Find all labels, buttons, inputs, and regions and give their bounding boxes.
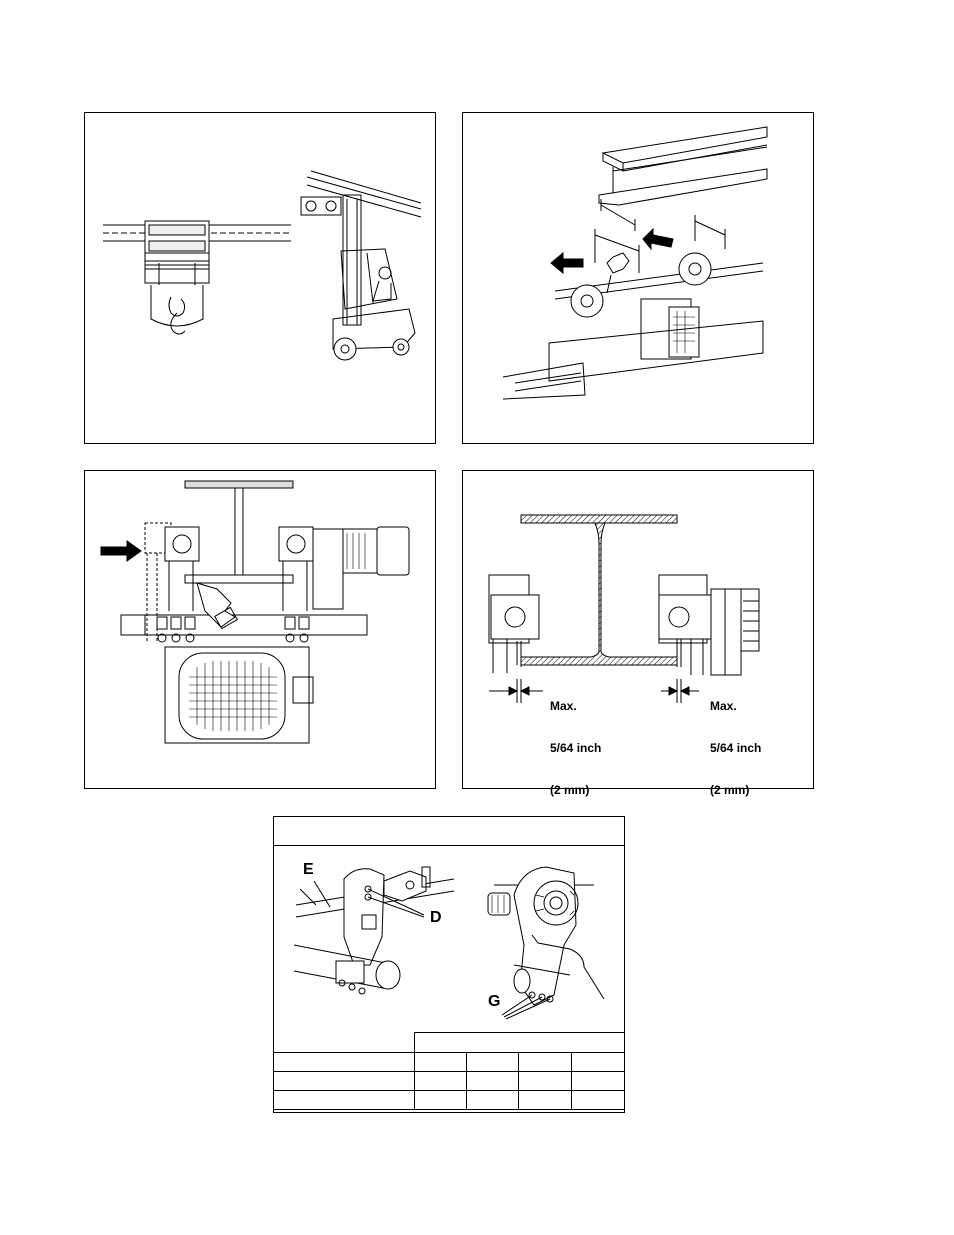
- callout-g: G: [488, 993, 501, 1010]
- right-clearance-mm: (2 mm): [710, 783, 750, 797]
- spec-table: [273, 1052, 625, 1110]
- callout-e: E: [303, 861, 314, 878]
- figure-side-adjust: [84, 470, 436, 789]
- table-cell: [413, 1071, 468, 1091]
- side-adjust-illustration: [100, 480, 410, 744]
- table-cell: [273, 1090, 415, 1110]
- left-clearance-label: Max. 5/64 inch (2 mm): [550, 671, 601, 825]
- table-cell: [518, 1090, 573, 1110]
- left-clearance-mm: (2 mm): [550, 783, 590, 797]
- callout-d: D: [430, 909, 442, 926]
- table-cell: [413, 1052, 468, 1072]
- table-cell: [518, 1071, 573, 1091]
- table-cell: [466, 1052, 520, 1072]
- spec-table-header-span: [414, 1032, 624, 1052]
- adjustment-bolts-illustration: [293, 866, 605, 1020]
- table-cell: [273, 1052, 415, 1072]
- figure-beam-width: [462, 112, 814, 444]
- table-row: [273, 1071, 625, 1091]
- table-cell: [273, 1071, 415, 1091]
- table-cell: [571, 1071, 625, 1091]
- right-clearance-max: Max.: [710, 699, 737, 713]
- figure-wheel-clearance: Max. 5/64 inch (2 mm) Max. 5/64 inch (2 …: [462, 470, 814, 797]
- table-row: [273, 1090, 625, 1110]
- figure-5-header: [274, 817, 624, 846]
- table-cell: [466, 1090, 520, 1110]
- right-clearance-label: Max. 5/64 inch (2 mm): [710, 671, 761, 825]
- table-cell: [466, 1071, 520, 1091]
- table-cell: [413, 1090, 468, 1110]
- table-cell: [571, 1090, 625, 1110]
- beam-width-illustration: [502, 126, 768, 400]
- trolley-lift-illustration: [103, 170, 422, 361]
- table-cell: [571, 1052, 625, 1072]
- left-clearance-max: Max.: [550, 699, 577, 713]
- wheel-clearance-illustration: [488, 514, 760, 703]
- left-clearance-inch: 5/64 inch: [550, 741, 602, 755]
- table-cell: [518, 1052, 573, 1072]
- right-clearance-inch: 5/64 inch: [710, 741, 762, 755]
- figure-adjustment-bolts: E D G: [273, 816, 625, 1113]
- figure-trolley-lift: [84, 112, 436, 444]
- table-row: [273, 1052, 625, 1072]
